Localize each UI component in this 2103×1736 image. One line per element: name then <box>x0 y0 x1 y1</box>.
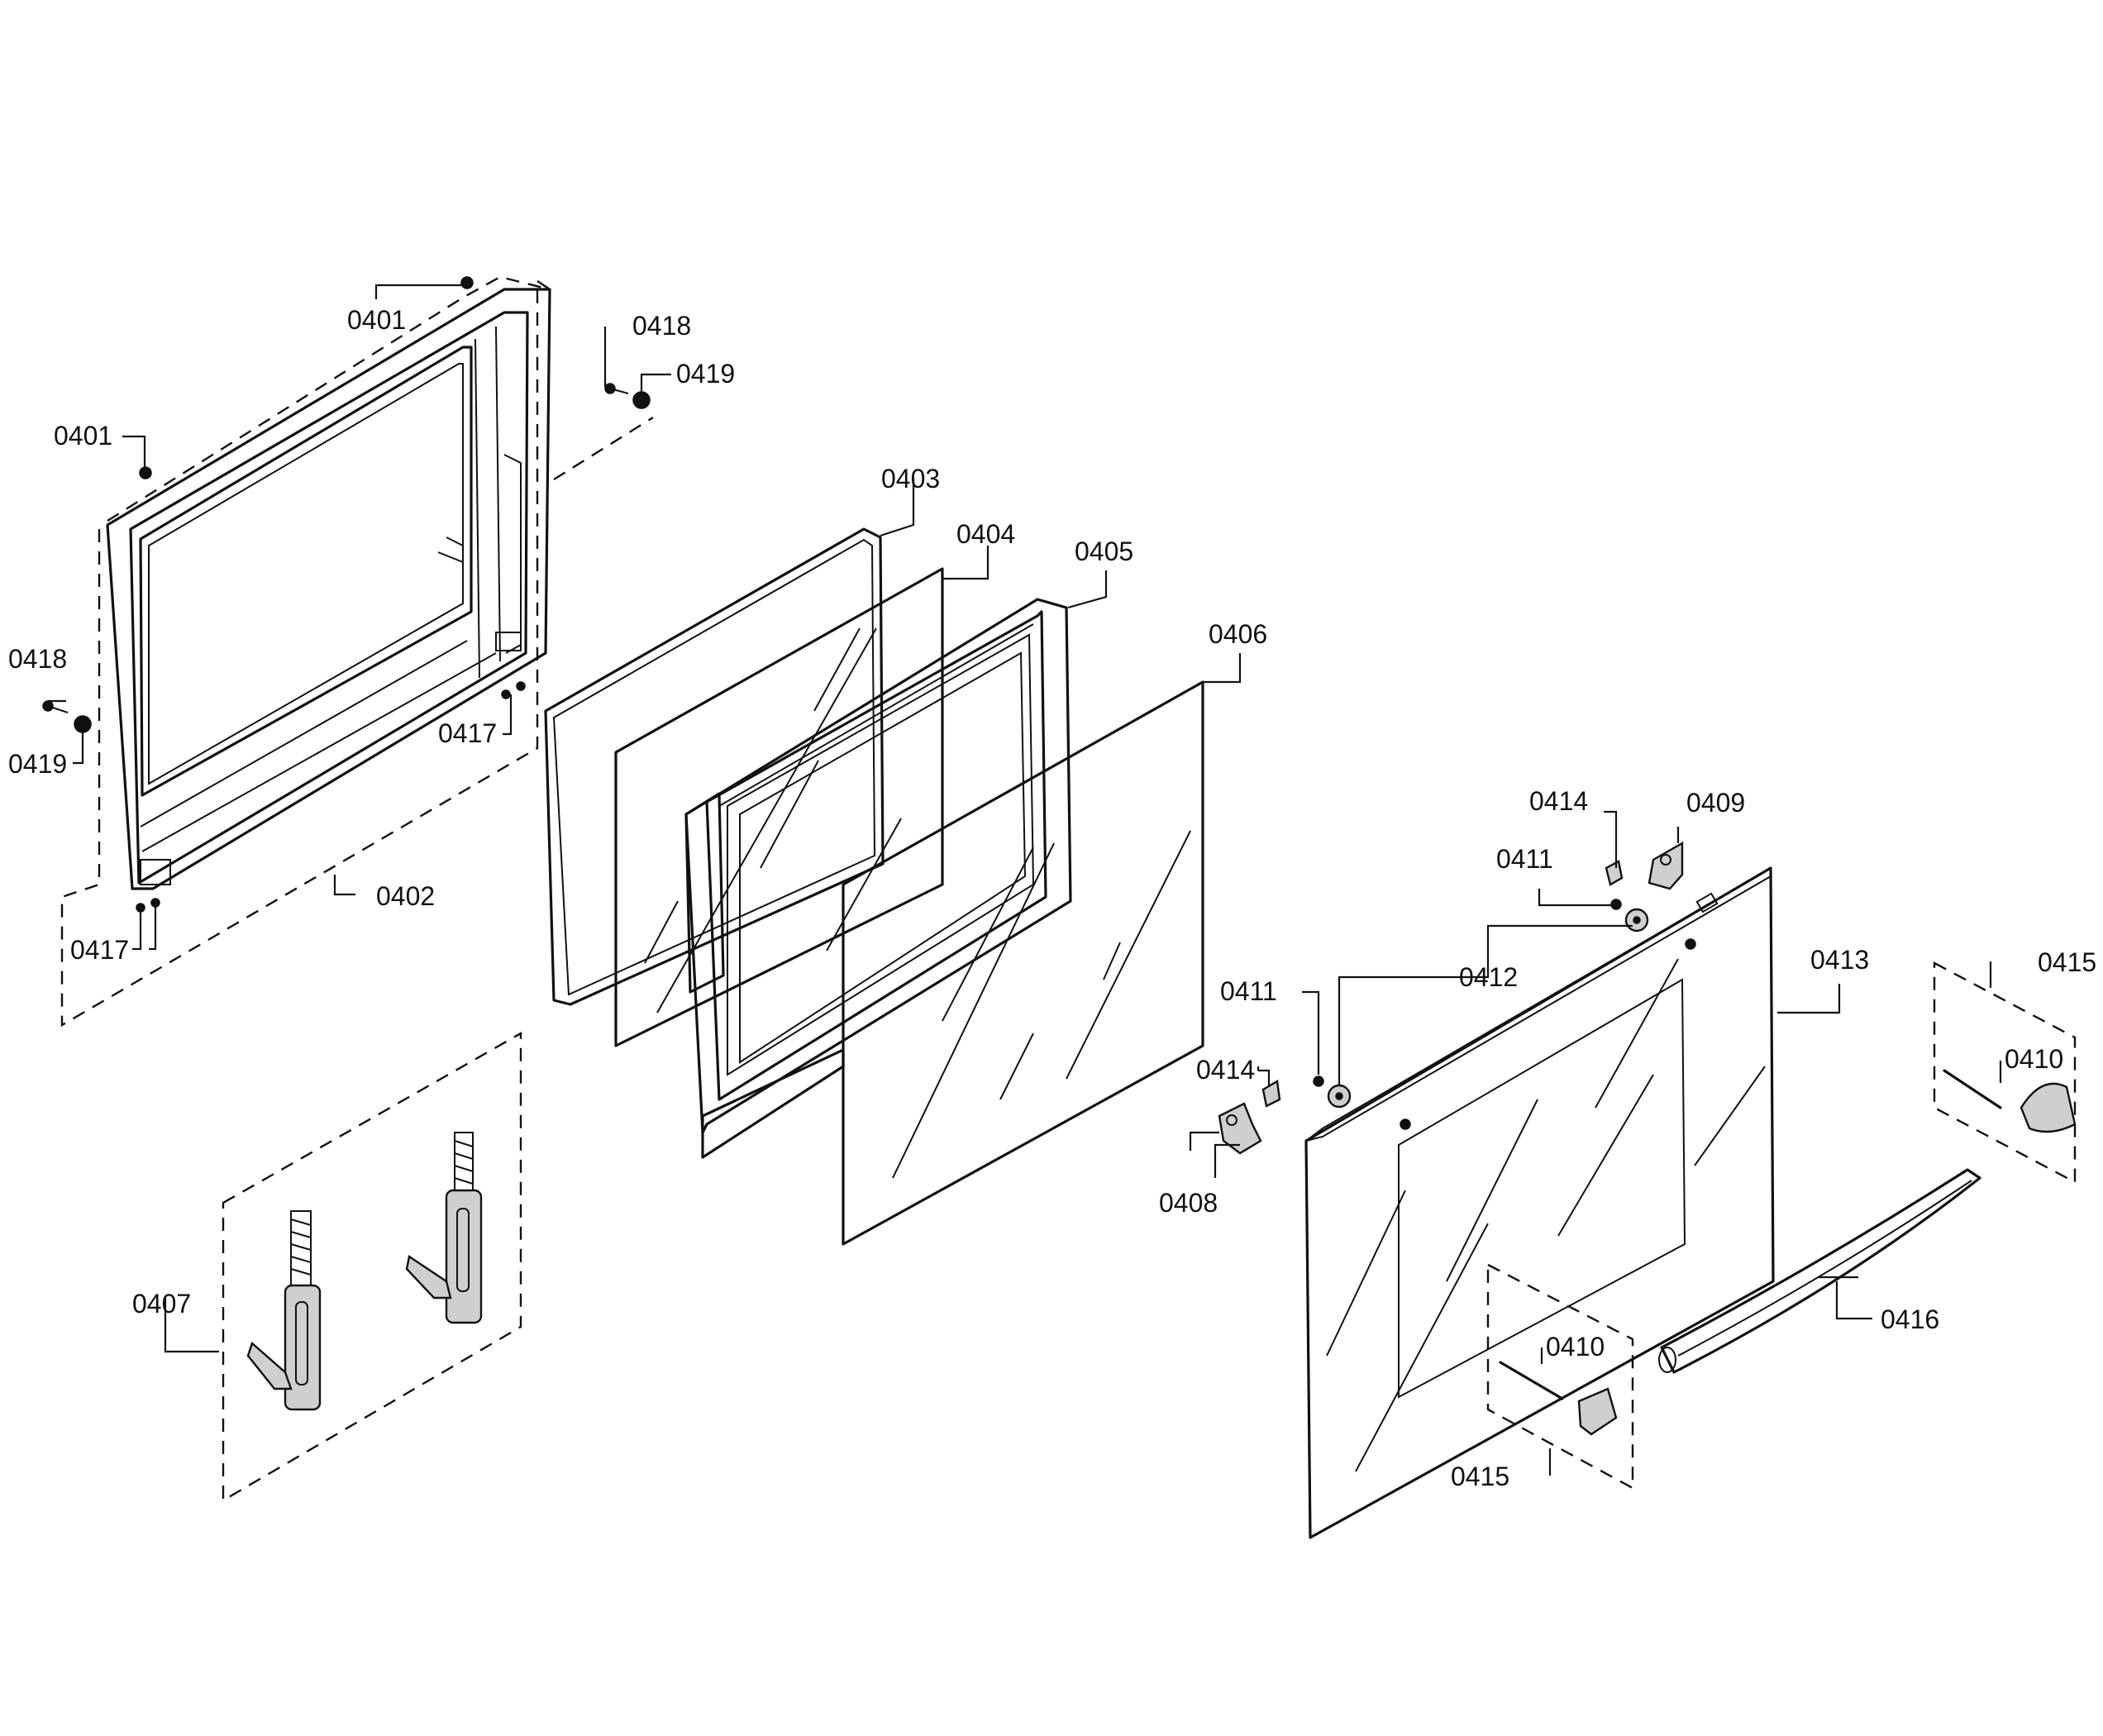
hinge-set <box>222 1031 522 1503</box>
inner-glass-panel <box>614 567 944 1047</box>
label-0414-lower: 0414 <box>1196 1055 1255 1085</box>
handle-support-upper <box>1933 961 2077 1184</box>
label-0417-left: 0417 <box>70 935 129 965</box>
label-0417-right: 0417 <box>438 718 497 748</box>
label-0415-upper: 0415 <box>2038 947 2096 977</box>
label-0407: 0407 <box>132 1289 191 1319</box>
hinge-right <box>405 1132 483 1324</box>
callout-leaders <box>48 284 2002 1476</box>
outer-door-panel <box>1304 866 1775 1539</box>
label-0415-lower: 0415 <box>1451 1462 1509 1491</box>
label-0419-right: 0419 <box>676 359 735 389</box>
label-0418-right: 0418 <box>632 311 691 341</box>
label-0413: 0413 <box>1810 945 1869 975</box>
screws-0418-0419 <box>42 383 651 733</box>
label-0401-top: 0401 <box>347 305 406 335</box>
label-0408: 0408 <box>1159 1188 1218 1218</box>
hinge-bracket-0409 <box>1648 841 1684 890</box>
clip-0414-upper <box>1605 860 1624 886</box>
washers-0411 <box>1313 899 1622 1087</box>
label-0416: 0416 <box>1881 1304 1939 1334</box>
door-handle <box>1658 1168 1981 1374</box>
screws-0401 <box>139 276 474 479</box>
label-0406: 0406 <box>1209 619 1267 649</box>
spacers-0412 <box>1327 908 1649 1109</box>
hinge-left <box>246 1210 322 1411</box>
label-0412: 0412 <box>1459 962 1518 992</box>
callout-labels: 0401 0401 0418 0419 0418 0419 0417 0417 … <box>8 305 2096 1491</box>
label-0414-upper: 0414 <box>1529 786 1588 816</box>
label-0411-upper: 0411 <box>1496 844 1553 874</box>
label-0402: 0402 <box>376 881 435 911</box>
label-0405: 0405 <box>1075 537 1133 566</box>
inner-door-frame <box>106 288 551 890</box>
handle-support-lower <box>1486 1263 1634 1490</box>
label-0418-left: 0418 <box>8 644 67 674</box>
door-gasket <box>544 527 885 1006</box>
label-0409: 0409 <box>1686 788 1745 818</box>
label-0410-upper: 0410 <box>2005 1044 2063 1074</box>
screws-0417 <box>136 681 526 913</box>
label-0411-lower: 0411 <box>1220 976 1277 1006</box>
outer-glass-panel <box>842 680 1204 1246</box>
label-0419-left: 0419 <box>8 749 67 779</box>
label-0401-left: 0401 <box>54 421 112 451</box>
label-0410-lower: 0410 <box>1546 1332 1605 1362</box>
label-0403: 0403 <box>881 464 940 494</box>
hinge-bracket-0408 <box>1218 1102 1262 1155</box>
label-0404: 0404 <box>956 519 1015 549</box>
clip-0414-lower <box>1261 1080 1281 1108</box>
inner-door-dashed-outline <box>60 275 654 1028</box>
